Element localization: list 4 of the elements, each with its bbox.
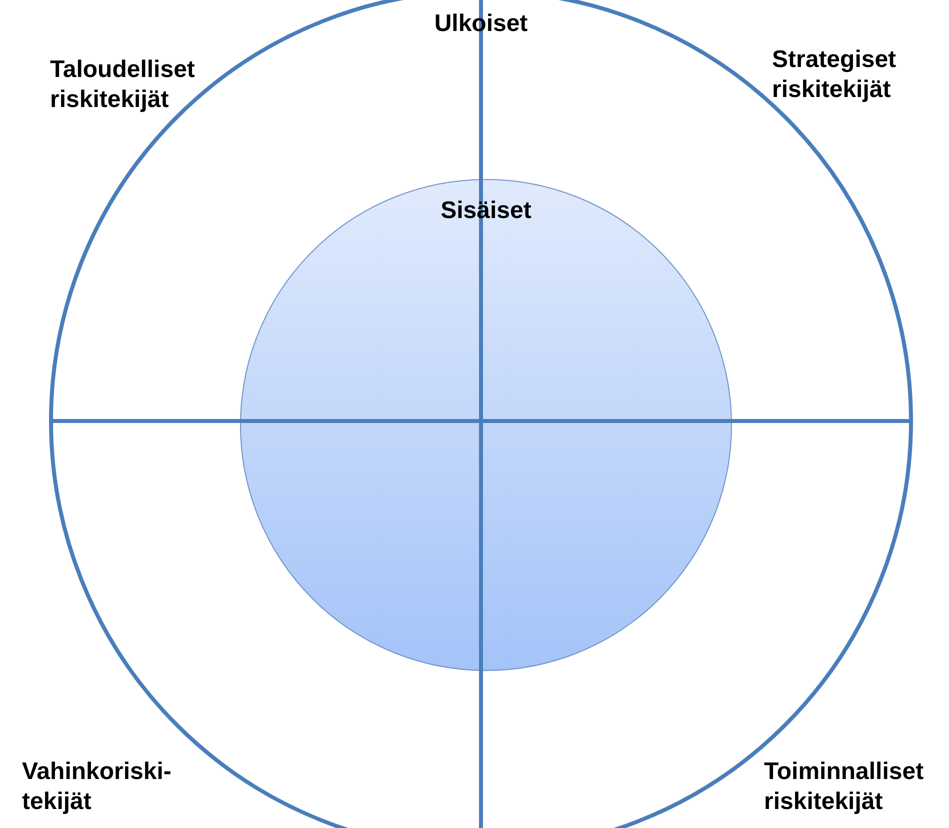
quadrant-label: Strategiset riskitekijät [772, 45, 898, 105]
quadrant-label: Toiminnalliset riskitekijät [764, 757, 925, 817]
quadrant-label: Taloudelliset riskitekijät [50, 55, 196, 115]
quadrant-label: Vahinkoriski- tekijät [22, 757, 172, 817]
